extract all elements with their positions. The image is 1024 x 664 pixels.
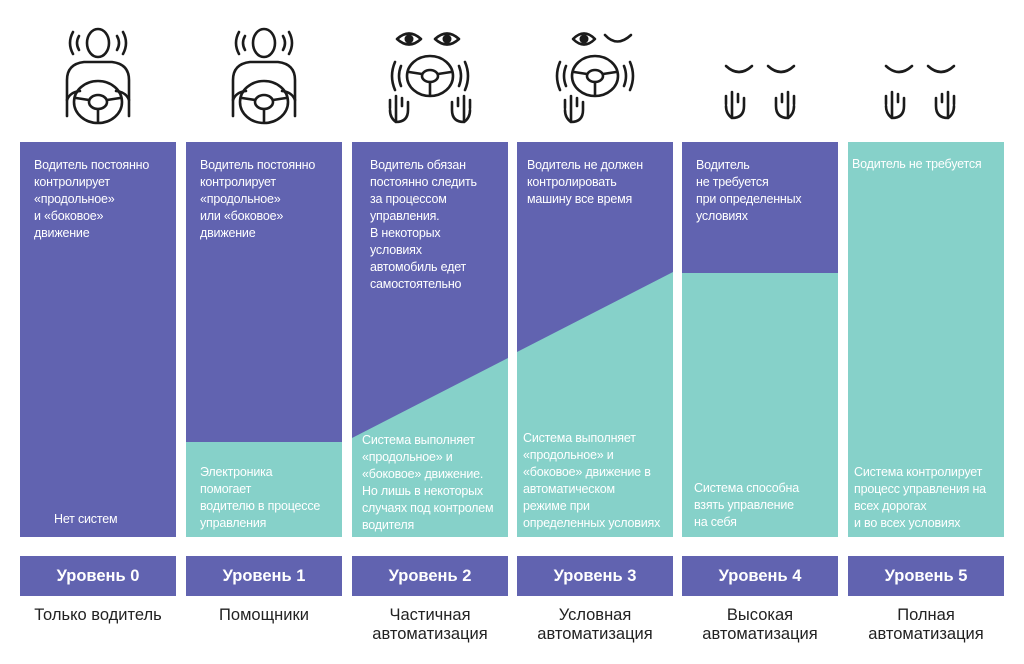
driver-text: Водитель не должен контролировать машину… [527, 158, 643, 206]
level-caption: Только водитель [34, 606, 162, 624]
system-text: Система способна взять управление на себ… [694, 481, 799, 529]
level-caption: Условная автоматизация [537, 606, 653, 643]
driver-text: Водитель не требуется [852, 157, 982, 171]
system-text: Система выполняет «продольное» и «боково… [523, 431, 661, 530]
level-label: Уровень 2 [352, 556, 508, 596]
level-column-4: Водитель не требуется при определенных у… [682, 0, 838, 664]
level-label: Уровень 3 [517, 556, 673, 596]
driver-text: Водитель постоянно контролирует «продоль… [200, 158, 316, 240]
responsibility-panel-4: Водитель не требуется при определенных у… [682, 142, 838, 537]
one-eye-open-hands-off-wheel-icon [517, 18, 673, 138]
level-label: Уровень 0 [20, 556, 176, 596]
system-area [682, 273, 838, 537]
level-label: Уровень 1 [186, 556, 342, 596]
system-area [186, 442, 342, 537]
system-text: Нет систем [54, 512, 118, 526]
level-column-2: Водитель обязан постоянно следить за про… [352, 0, 508, 664]
driver-text: Водитель постоянно контролирует «продоль… [34, 158, 150, 240]
responsibility-panel-3: Водитель не должен контролировать машину… [517, 142, 673, 537]
system-text: Электроника помогает водителю в процессе… [200, 465, 321, 530]
system-text: Система контролирует процесс управления … [854, 465, 986, 530]
driver-text: Водитель не требуется при определенных у… [696, 158, 802, 223]
responsibility-panel-2: Водитель обязан постоянно следить за про… [352, 142, 508, 537]
responsibility-panel-1: Водитель постоянно контролирует «продоль… [186, 142, 342, 537]
level-column-0: Водитель постоянно контролирует «продоль… [20, 0, 176, 664]
level-column-5: Водитель не требуется Система контролиру… [848, 0, 1004, 664]
level-caption: Помощники [219, 606, 309, 624]
level-label: Уровень 5 [848, 556, 1004, 596]
level-column-3: Водитель не должен контролировать машину… [517, 0, 673, 664]
driver-hands-on-wheel-icon [20, 18, 176, 138]
responsibility-panel-5: Водитель не требуется Система контролиру… [848, 142, 1004, 537]
system-area [848, 142, 1004, 537]
system-area [517, 272, 673, 537]
driver-text: Водитель обязан постоянно следить за про… [370, 158, 477, 291]
driver-area [20, 142, 176, 537]
level-caption: Полная автоматизация [868, 606, 984, 643]
driver-area [848, 142, 1004, 158]
eyes-open-hands-near-wheel-icon [352, 18, 508, 138]
responsibility-panel-0: Водитель постоянно контролирует «продоль… [20, 142, 176, 537]
system-text: Система выполняет «продольное» и «боково… [362, 433, 494, 532]
level-caption: Высокая автоматизация [702, 606, 818, 643]
system-area [352, 358, 508, 537]
eyes-closed-hands-up-icon [682, 18, 838, 138]
eyes-closed-hands-up-icon [848, 18, 1004, 138]
level-label: Уровень 4 [682, 556, 838, 596]
level-caption: Частичная автоматизация [372, 606, 488, 643]
level-column-1: Водитель постоянно контролирует «продоль… [186, 0, 342, 664]
driver-hands-on-wheel-icon [186, 18, 342, 138]
